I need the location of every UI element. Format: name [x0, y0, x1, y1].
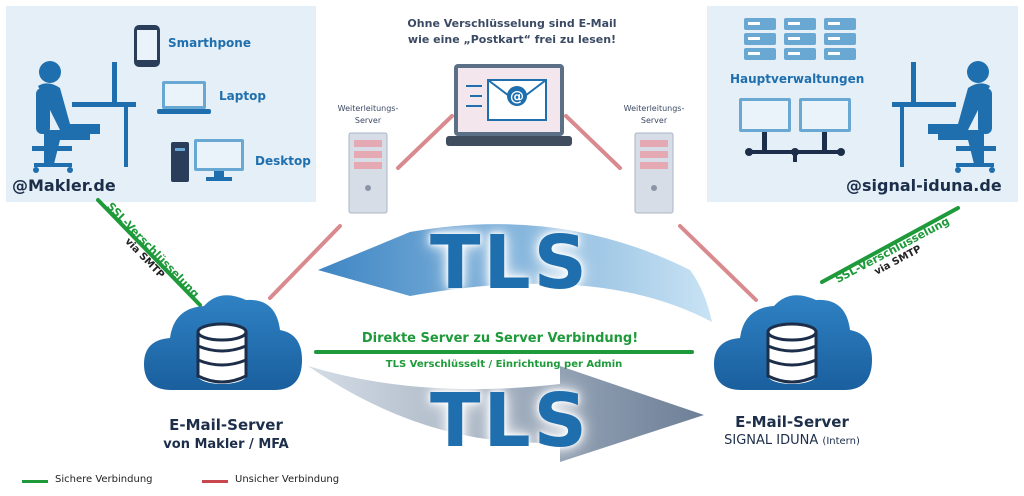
insecure-line-top-right: [564, 114, 622, 170]
desktop-icon: [171, 139, 244, 182]
secure-line-left-ssl: [96, 198, 202, 307]
person-at-desk-icon: [32, 61, 136, 173]
hq-label: Hauptverwaltungen: [730, 72, 865, 86]
network-monitors-icon: [739, 98, 851, 162]
email-laptop-icon: @: [446, 64, 572, 146]
smartphone-icon: [134, 25, 160, 67]
device-label-desktop: Desktop: [255, 154, 311, 168]
legend-secure-label: Sichere Verbindung: [55, 474, 153, 485]
warning-line-2: wie eine „Postkart“ frei zu lesen!: [407, 33, 617, 46]
svg-text:@: @: [510, 89, 524, 105]
relay-right-label-2: Server: [640, 116, 668, 125]
secure-line-right-ssl: [820, 206, 960, 284]
warning-line-1: Ohne Verschlüsselung sind E-Mail: [407, 17, 617, 30]
cloud-server-right-icon: [714, 295, 872, 390]
server-left-subtitle: von Makler / MFA: [163, 437, 289, 452]
device-label-laptop: Laptop: [219, 89, 266, 103]
right-domain-label: @signal-iduna.de: [846, 176, 1002, 195]
cloud-server-left-icon: [144, 295, 302, 390]
legend-insecure-swatch: [202, 480, 228, 483]
device-label-smartphone: Smarthpone: [168, 36, 251, 50]
server-right-subtitle: SIGNAL IDUNA (Intern): [724, 433, 860, 448]
server-right-suffix: (Intern): [822, 436, 860, 447]
server-right-company: SIGNAL IDUNA: [724, 433, 819, 448]
direct-connection-subtitle: TLS Verschlüsselt / Einrichtung per Admi…: [385, 359, 623, 370]
insecure-line-right-relay: [678, 224, 758, 302]
relay-right-label-1: Weiterleitungs-: [623, 104, 685, 113]
insecure-line-top-left: [396, 114, 454, 170]
person-at-desk-right-icon: [892, 61, 996, 173]
relay-server-left-icon: [348, 132, 388, 214]
tls-label-top: TLS: [430, 220, 590, 306]
server-rack-icons: [744, 18, 856, 60]
direct-connection-title: Direkte Server zu Server Verbindung!: [358, 331, 642, 346]
relay-server-right-icon: [634, 132, 674, 214]
legend-secure-swatch: [22, 480, 48, 483]
laptop-icon: [157, 81, 211, 114]
tls-arrow-top: [318, 224, 712, 322]
server-left-title: E-Mail-Server: [169, 416, 283, 434]
relay-left-label-1: Weiterleitungs-: [337, 104, 399, 113]
tls-label-bottom: TLS: [430, 378, 590, 464]
server-right-title: E-Mail-Server: [735, 413, 849, 431]
legend-insecure-label: Unsicher Verbindung: [235, 474, 340, 485]
relay-left-label-2: Server: [354, 116, 382, 125]
left-domain-label: @Makler.de: [12, 176, 116, 195]
insecure-line-left-relay: [268, 224, 342, 300]
tls-arrow-bottom: [308, 366, 704, 462]
